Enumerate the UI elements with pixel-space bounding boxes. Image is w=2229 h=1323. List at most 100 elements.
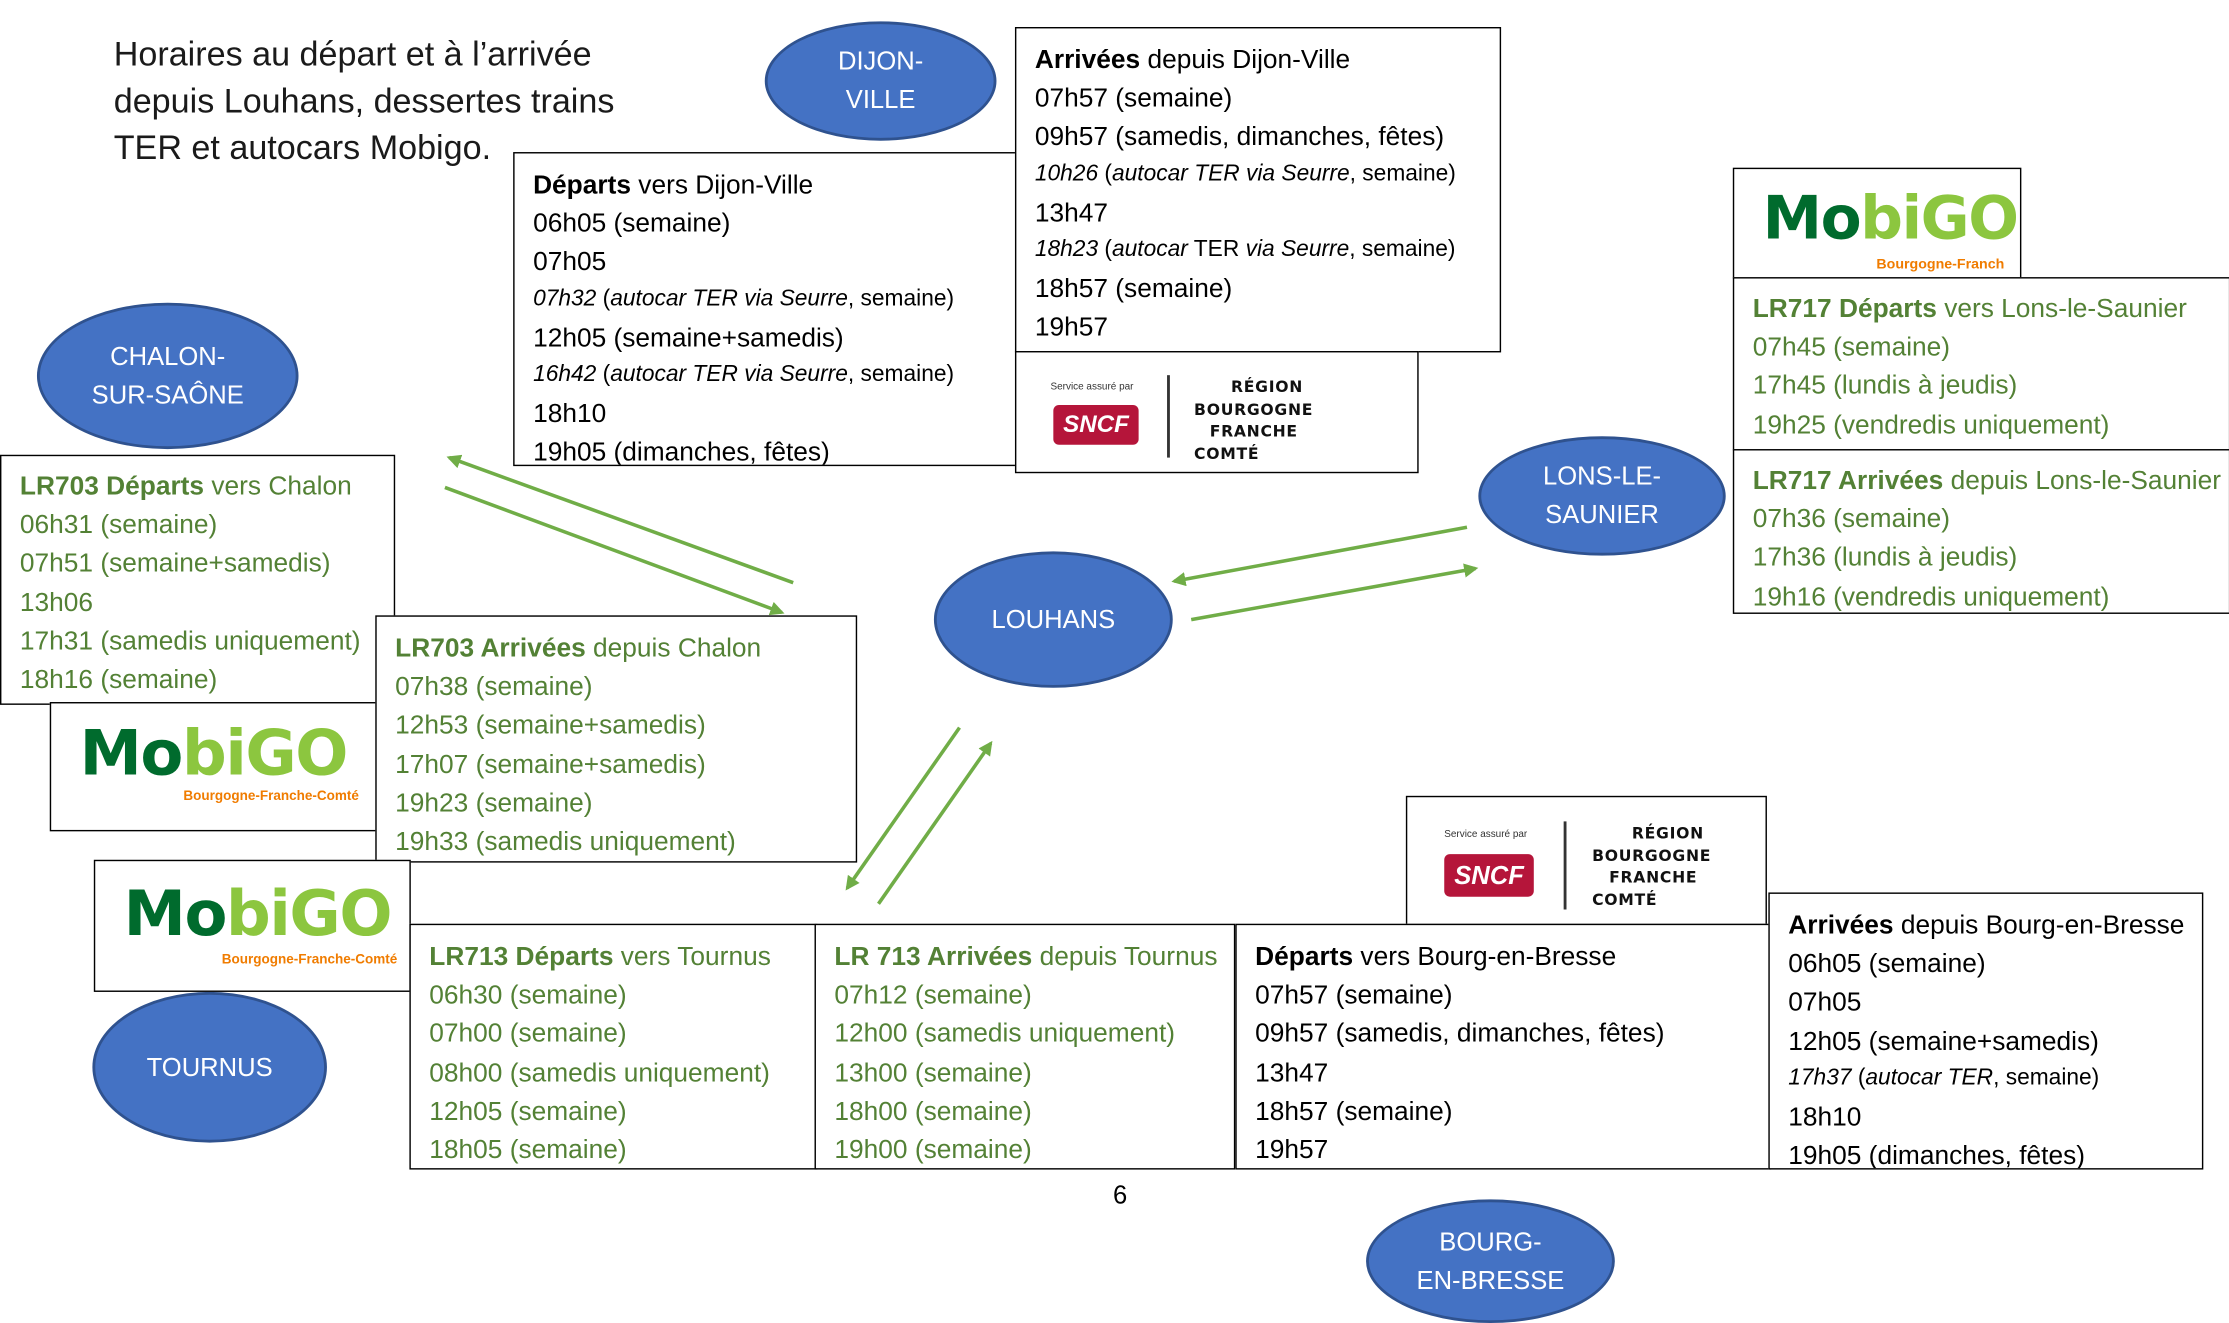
text-run: 07h51 (semaine+samedis) bbox=[19, 547, 331, 578]
mobigo-word-part: biGO bbox=[226, 878, 392, 951]
arrow-louhans-to-chalon bbox=[446, 454, 794, 585]
text-run: vers Dijon-Ville bbox=[630, 169, 814, 199]
timetable-entry: 17h37 (autocar TER, semaine) bbox=[1788, 1060, 2183, 1097]
timetable-entry: 07h57 (semaine) bbox=[1255, 975, 1751, 1014]
text-run: LR717 Arrivées bbox=[1752, 464, 1944, 495]
city-label: TOURNUS bbox=[146, 1052, 273, 1081]
city-bourg: BOURG- EN-BRESSE bbox=[1366, 1199, 1615, 1323]
timetable-entry: 17h07 (semaine+samedis) bbox=[395, 744, 837, 783]
timetable-entry: 12h53 (semaine+samedis) bbox=[395, 705, 837, 744]
timetable-entry: 12h00 (samedis uniquement) bbox=[834, 1014, 1215, 1053]
text-run: 18h00 (semaine) bbox=[834, 1095, 1032, 1126]
text-run: 16h42 bbox=[533, 362, 597, 387]
timetable-entry: 10h26 (autocar TER via Seurre, semaine) bbox=[1035, 156, 1481, 193]
mobigo-word-part: Mo bbox=[79, 717, 184, 791]
text-run: 13h00 (semaine) bbox=[834, 1056, 1032, 1087]
text-run: 19h05 (dimanches, fêtes) bbox=[1788, 1139, 2086, 1170]
text-run: 17h36 (lundis à jeudis) bbox=[1752, 542, 2018, 572]
timetable-entry: 07h45 (semaine) bbox=[1753, 327, 2211, 366]
timetable-entry: 09h57 (samedis, dimanches, fêtes) bbox=[1255, 1014, 1751, 1053]
timetable-heading: LR703 Départs vers Chalon bbox=[20, 466, 375, 505]
intro-text: Horaires au départ et à l’arrivée depuis… bbox=[114, 31, 626, 172]
text-run: 19h57 bbox=[1034, 311, 1108, 342]
mobigo-word-part: Mo bbox=[123, 878, 228, 951]
text-run: 18h57 (semaine) bbox=[1255, 1095, 1453, 1126]
text-run: 10h26 bbox=[1034, 161, 1099, 186]
timetable-heading: Arrivées depuis Dijon-Ville bbox=[1035, 40, 1481, 79]
city-label: LONS-LE- bbox=[1543, 461, 1662, 491]
text-run: ( bbox=[1098, 237, 1113, 262]
text-run: depuis Tournus bbox=[1032, 940, 1218, 971]
region-logo: RÉGION BOURGOGNE FRANCHE COMTÉ bbox=[1592, 823, 1711, 911]
timetable-chalon-departs: LR703 Départs vers Chalon 06h31 (semaine)… bbox=[0, 454, 396, 705]
timetable-entry: 19h57 bbox=[1255, 1130, 1751, 1168]
text-run: 18h05 (semaine) bbox=[429, 1134, 627, 1164]
mobigo-subtitle: Bourgogne-Franche-Comté bbox=[183, 788, 359, 805]
text-run: 17h07 (semaine+samedis) bbox=[395, 748, 706, 779]
timetable-entry: 18h05 (semaine) bbox=[429, 1130, 797, 1168]
text-run: 12h05 (semaine+samedis) bbox=[1788, 1025, 2099, 1056]
text-run: 17h31 (samedis uniquement) bbox=[19, 625, 361, 655]
text-run: depuis Chalon bbox=[585, 632, 762, 663]
timetable-entry: 07h05 bbox=[1788, 983, 2183, 1022]
timetable-entry: 06h30 (semaine) bbox=[429, 975, 797, 1014]
timetable-entry: 12h05 (semaine+samedis) bbox=[533, 318, 998, 357]
mobigo-word-part: biGO bbox=[1860, 183, 2019, 253]
arrow-tournus-to-louhans bbox=[877, 740, 993, 905]
mobigo-word-part: Mo bbox=[1762, 183, 1862, 253]
timetable-entry: 08h00 (samedis uniquement) bbox=[429, 1052, 797, 1091]
text-run: 18h57 (semaine) bbox=[1034, 272, 1233, 303]
text-run: ( bbox=[1098, 161, 1113, 186]
timetable-entry: 19h57 bbox=[1035, 307, 1481, 346]
timetable-entry: 19h23 (semaine) bbox=[395, 783, 837, 822]
arrow-chalon-to-louhans bbox=[444, 485, 785, 616]
text-run: depuis Bourg-en-Bresse bbox=[1893, 909, 2185, 940]
timetable-entry: 06h05 (semaine) bbox=[533, 204, 998, 243]
timetable-entry: 12h05 (semaine+samedis) bbox=[1788, 1021, 2183, 1060]
timetable-entry: 18h57 (semaine) bbox=[1035, 268, 1481, 307]
logo-separator bbox=[1563, 821, 1566, 910]
timetable-entry: 19h33 (samedis uniquement) bbox=[395, 821, 837, 860]
timetable-entry: 16h42 (autocar TER via Seurre, semaine) bbox=[533, 356, 998, 393]
region-logo: RÉGION BOURGOGNE FRANCHE COMTÉ bbox=[1194, 377, 1313, 465]
timetable-entry: 19h16 (vendredis uniquement) bbox=[1753, 576, 2211, 612]
text-run: 07h12 (semaine) bbox=[834, 979, 1032, 1010]
region-line: FRANCHE bbox=[1209, 422, 1298, 441]
timetable-entry: 19h05 (dimanches, fêtes) bbox=[533, 432, 998, 464]
sncf-served-text: Service assuré par bbox=[1050, 382, 1134, 393]
text-run: 13h47 bbox=[1255, 1056, 1329, 1087]
text-run: Arrivées bbox=[1034, 44, 1141, 74]
text-run: 19h33 (samedis uniquement) bbox=[395, 825, 736, 856]
timetable-entry: 07h05 bbox=[533, 242, 998, 281]
intro-line: Horaires au départ et à l’arrivée bbox=[113, 35, 592, 74]
timetable-entry: 12h05 (semaine) bbox=[429, 1091, 797, 1130]
timetable-entry: 06h05 (semaine) bbox=[1788, 944, 2183, 983]
arrow-louhans-to-tournus bbox=[845, 726, 961, 891]
mobigo-wordmark: MobiGO bbox=[1763, 188, 2019, 249]
arrow-louhans-to-lons bbox=[1190, 563, 1479, 622]
region-line: RÉGION bbox=[1631, 824, 1704, 843]
mobigo-logo-chalon: MobiGO Bourgogne-Franche-Comté bbox=[49, 702, 380, 832]
timetable-entry: 07h00 (semaine) bbox=[429, 1014, 797, 1053]
text-run: autocar TER bbox=[1865, 1065, 1994, 1090]
region-line: BOURGOGNE bbox=[1592, 846, 1712, 865]
text-run: , semaine) bbox=[1349, 237, 1456, 262]
timetable-entry: 07h36 (semaine) bbox=[1753, 499, 2211, 538]
logo-separator bbox=[1167, 375, 1170, 458]
timetable-entry: 18h23 (autocar TER via Seurre, semaine) bbox=[1035, 231, 1481, 268]
text-run: 06h31 (semaine) bbox=[19, 509, 218, 539]
timetable-heading: Départs vers Bourg-en-Bresse bbox=[1255, 937, 1751, 976]
city-tournus: TOURNUS bbox=[92, 991, 327, 1143]
text-run: ( bbox=[596, 362, 611, 387]
city-label: LOUHANS bbox=[991, 604, 1116, 634]
timetable-entry: 09h57 (samedis, dimanches, fêtes) bbox=[1035, 117, 1481, 156]
timetable-entry: 18h00 (semaine) bbox=[834, 1091, 1215, 1130]
timetable-entry: 07h38 (semaine) bbox=[395, 667, 837, 706]
city-label: DIJON- bbox=[837, 46, 924, 76]
